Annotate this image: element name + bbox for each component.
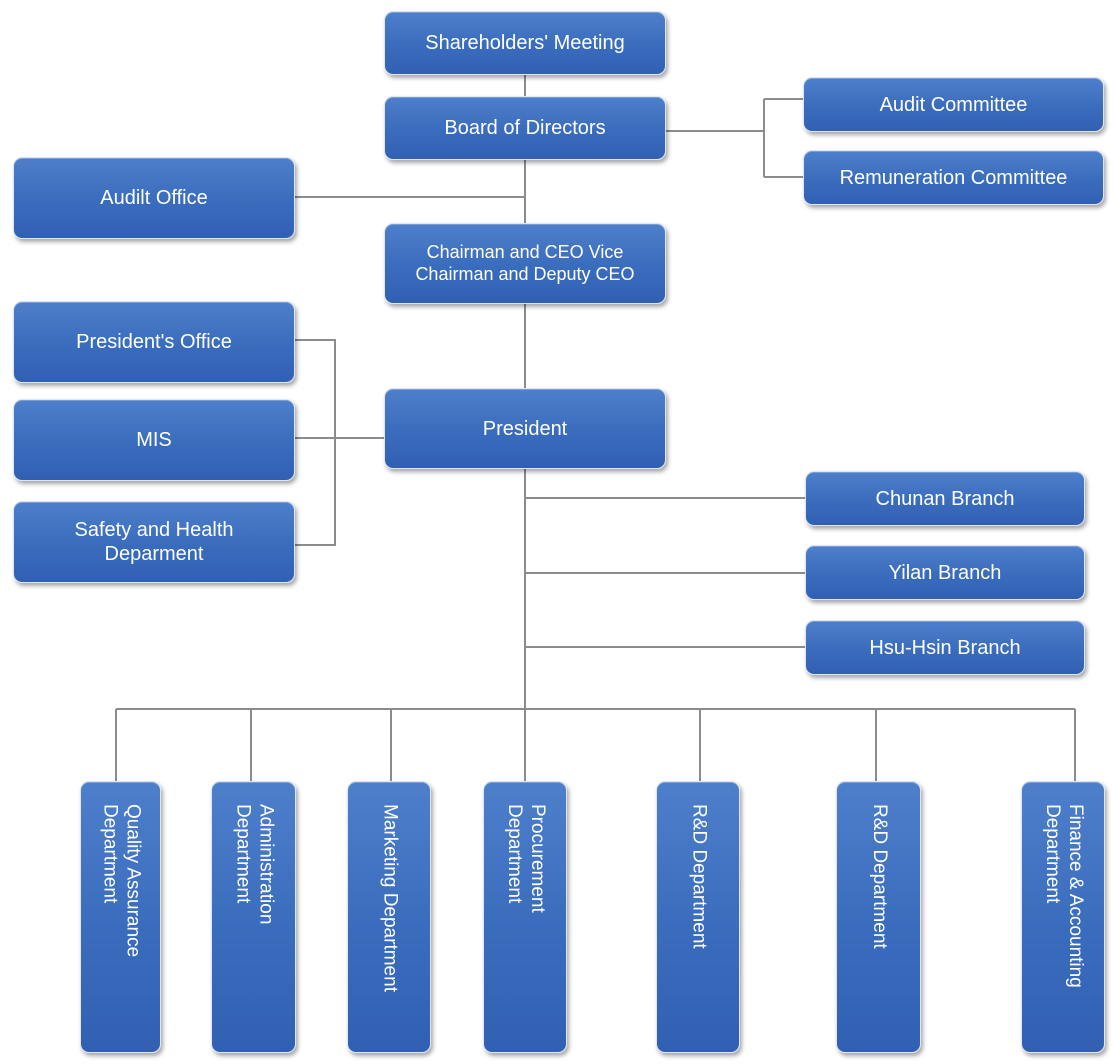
presidents-office-box: President's Office	[13, 301, 295, 383]
yilan-branch-label: Yilan Branch	[888, 561, 1002, 584]
chairman-ceo-box: Chairman and CEO Vice Chairman and Deput…	[384, 223, 666, 304]
remuneration-committee-label: Remuneration Committee	[839, 166, 1068, 189]
audit-office-box: Audilt Office	[13, 157, 295, 239]
dept-quality-assurance: Quality Assurance Department	[80, 781, 161, 1053]
remuneration-committee-box: Remuneration Committee	[803, 150, 1104, 205]
dept-rd-1-label: R&D Department	[688, 804, 710, 949]
yilan-branch-box: Yilan Branch	[805, 545, 1085, 600]
board-of-directors-label: Board of Directors	[444, 117, 606, 139]
chunan-branch-box: Chunan Branch	[805, 471, 1085, 526]
dept-quality-assurance-label: Quality Assurance Department	[99, 804, 144, 958]
president-label: President	[482, 417, 568, 440]
shareholders-meeting-label: Shareholders' Meeting	[425, 32, 625, 54]
safety-health-label: Safety and Health Deparment	[74, 519, 234, 565]
mis-box: MIS	[13, 399, 295, 481]
dept-marketing: Marketing Department	[347, 781, 431, 1053]
hsuhsin-branch-label: Hsu-Hsin Branch	[869, 636, 1021, 659]
audit-office-label: Audilt Office	[100, 187, 208, 209]
dept-finance-accounting-label: Finance & Accounting Department	[1042, 804, 1086, 988]
safety-health-box: Safety and Health Deparment	[13, 501, 295, 583]
audit-committee-box: Audit Committee	[803, 77, 1104, 132]
presidents-office-label: President's Office	[76, 331, 232, 353]
dept-rd-2: R&D Department	[836, 781, 921, 1053]
hsuhsin-branch-box: Hsu-Hsin Branch	[805, 620, 1085, 675]
audit-committee-label: Audit Committee	[879, 93, 1028, 116]
dept-finance-accounting: Finance & Accounting Department	[1021, 781, 1105, 1053]
dept-administration-label: Administration Department	[232, 804, 277, 925]
chunan-branch-label: Chunan Branch	[875, 487, 1015, 510]
dept-marketing-label: Marketing Department	[379, 804, 401, 992]
shareholders-meeting-box: Shareholders' Meeting	[384, 11, 666, 75]
dept-procurement-label: Procurement Department	[504, 804, 548, 913]
chairman-ceo-label: Chairman and CEO Vice Chairman and Deput…	[415, 241, 635, 284]
staff-bracket	[295, 339, 336, 546]
mis-label: MIS	[136, 429, 172, 451]
dept-procurement: Procurement Department	[483, 781, 567, 1053]
dept-administration: Administration Department	[211, 781, 296, 1053]
dept-rd-1: R&D Department	[656, 781, 740, 1053]
board-of-directors-box: Board of Directors	[384, 96, 666, 160]
dept-rd-2-label: R&D Department	[868, 804, 890, 949]
president-box: President	[384, 388, 666, 469]
